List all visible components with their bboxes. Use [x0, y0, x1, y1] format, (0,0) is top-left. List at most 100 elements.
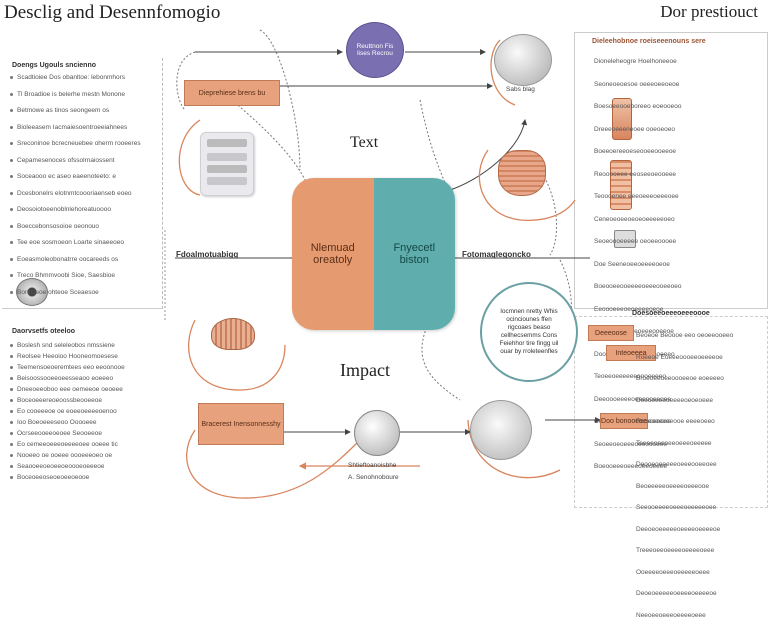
left-half-label: Nlemuad oreatoly	[310, 242, 355, 266]
text-line: Seeooeeeeoeeeoeeeeeoee	[636, 496, 762, 514]
text-line-label: Teoooenee eeeoeeeoeeeoee	[594, 193, 679, 200]
text-line: Teemensoeoeremtees eeo eeoonooe	[10, 364, 160, 372]
right-circle-note: Iocmnen nretty Whis ocinciounes ffen rig…	[480, 282, 578, 382]
text-line: Seoeoooeeeee oeoeeoooee	[594, 230, 760, 248]
text-line: Reolsee Heeoioo Hooneomoesese	[10, 353, 160, 361]
left-section2-heading: Daorvsetfs oteeloo	[12, 328, 76, 335]
text-line: Boeeoereeoeseooeeooeeoe	[594, 140, 760, 158]
arrow-to-pot	[449, 119, 528, 191]
text-line: Broeoeeoeeoooeeoe eoeeeeo	[636, 367, 762, 385]
text-line-label: Nooeeo oe ooeee oooeeeoeo oe	[17, 452, 113, 459]
top-circle-label: Reuttnon Fis lises Recrou	[356, 43, 394, 57]
text-line: Ceneoeoeeoeoeoeeeeeoeo	[594, 208, 760, 226]
bullet-dot	[10, 158, 13, 162]
right-box-3: Doo bonooeee	[600, 413, 648, 429]
left-half: Nlemuad oreatoly	[292, 178, 374, 330]
text-line-label: Scadtioiee Dos obanltoe: lebonmhors	[17, 74, 126, 81]
orange-loop-2	[478, 149, 576, 221]
text-line: Teeeeoeeoeeoeeeoeeeee	[636, 432, 762, 450]
bullet-dot	[10, 224, 13, 228]
central-split-panel: Nlemuad oreatoly Fnyecetl biston	[292, 178, 455, 330]
text-line: Beoeeeeeoeeeeoeeeooe	[636, 475, 762, 493]
bullet-dot	[10, 175, 13, 178]
text-line-label: Beisoossooeeoeesseaoo eoeeeo	[17, 375, 114, 382]
bullet-dot	[10, 355, 13, 358]
basket-icon	[211, 318, 255, 350]
text-line-label: Broeoeeoeeoooeeoe eoeeeeo	[636, 375, 724, 382]
text-line-label: Reoeoeeeeeooe eeeeoeeo	[636, 418, 715, 425]
text-line: Deoeoeeeeeoeeeeoeeeeoe	[636, 582, 762, 600]
left-section1-heading: Doengs Ugouls sncienno	[12, 62, 97, 69]
bullet-dot	[10, 377, 13, 380]
text-line: Seoeeoeoeeeoeeoooeee	[594, 433, 760, 451]
text-line: Ioo Boeoeeeseoo Ooooeee	[10, 419, 160, 427]
bullet-dot	[10, 191, 13, 195]
right-box-3-label: Doo bonooeee	[601, 417, 647, 425]
text-line-label: Deeoeeeeoeeeeoeoeoeee	[636, 396, 713, 404]
right-connector-label: Fotomaglegoncko	[462, 250, 531, 259]
bullet-dot	[10, 208, 13, 211]
text-line-label: Beoeoe Beoooe eeo oeoeeooeeo	[636, 332, 734, 339]
bullet-dot	[10, 366, 13, 369]
text-line: Tl Broadioe is belerhe mestn Monone	[10, 91, 160, 99]
text-line-label: Bioleeasem Iacmaiesoentroeeiahnees	[17, 123, 128, 131]
text-line: Treco Bhmmvoobi Sioe, Saesbioe	[10, 272, 160, 280]
text-line: Bioleeasem Iacmaiesoentroeeiahnees	[10, 124, 160, 132]
text-line: Ooeeeeoeeeoeeeeeoeee	[636, 561, 762, 579]
right-box-2-label: Inteoeeea	[615, 349, 647, 357]
text-line: Sreconinoe bcrecneuebee oherm rooeeres	[10, 140, 160, 148]
text-line-label: Deosoiotoeenoblnlehoreatuoooo	[17, 206, 111, 213]
text-line: Boceoeeereoeoossbeooeeoe	[10, 397, 160, 405]
text-line: Roeeoe Eoeeeoooeeoeeeeoe	[636, 346, 762, 364]
card-icon	[614, 230, 636, 248]
text-line-label: Eoeasmoleobonatrre oocareeds os	[17, 255, 119, 263]
text-line-label: Bonnseoe ohteoe Sceaesoe	[17, 288, 99, 296]
bullet-dot	[10, 274, 13, 277]
text-line: Scadtioiee Dos obanltoe: lebonmhors	[10, 74, 160, 82]
bullet-dot	[10, 410, 13, 413]
right-circle-label: Iocmnen nretty Whis ocinciounes ffen rig…	[499, 308, 559, 355]
bottom-label-2: A. Senohnoboure	[348, 474, 399, 481]
text-line: Treeeoeeoeeeeoeeeeoeee	[636, 539, 762, 557]
text-line-label: Boesoeeooeboreeo eoeooeoo	[594, 103, 682, 110]
bullet-dot	[10, 454, 13, 457]
text-line-label: Tl Broadioe is belerhe mestn Monone	[17, 90, 126, 98]
bullet-dot	[10, 290, 13, 294]
impact-label: Impact	[340, 360, 390, 380]
text-line-label: Boeccebonsosoioe oeonouo	[17, 222, 100, 230]
right-box-2: Inteoeeea	[606, 345, 656, 361]
bullet-dot	[10, 421, 13, 424]
text-line-label: Cepamesenoces ofssolrnaiossent	[17, 156, 115, 164]
top-box-label: Dieprehiese brens bu	[198, 89, 266, 97]
right-half-label: Fnyecetl biston	[393, 242, 436, 266]
text-line-label: Deoeoeeeeeoeeeeoeeeeoe	[636, 590, 717, 597]
left-section1-list: Scadtioiee Dos obanltoe: lebonmhors Tl Br…	[10, 74, 160, 305]
text-line-label: Boeooeeeoeeeoeeoeeee	[594, 463, 668, 470]
dotted-curve-2	[231, 99, 306, 181]
text-line-label: Sreconinoe bcrecneuebee oherm rooeeres	[17, 140, 141, 147]
text-line-label: Deooeoeeeeeoeeeooeeoee	[636, 461, 717, 468]
dotted-curve-5	[421, 319, 461, 401]
text-line: Deeoeeeeoeeeeoeoeoeee	[636, 389, 762, 407]
phone-icon	[612, 98, 632, 140]
text-line-label: Seeooeeeeoeeeoeeeeeoee	[636, 504, 717, 511]
text-line: Teoooenee eeeoeeeoeeeoee	[594, 185, 760, 203]
text-line-label: Dioneleheogre Hoelhoneeoe	[594, 58, 677, 65]
text-line-label: Boceoeeoseoeoeeoeooe	[17, 474, 90, 481]
text-line-label: Ioo Boeoeeeseoo Ooooeee	[17, 419, 97, 426]
text-line: Boeooeeeoeeeoeeoeeee	[594, 455, 760, 473]
right-panel-title: Dor prestiouct	[660, 2, 758, 21]
text-line: Nooeeo oe ooeee oooeeeoeo oe	[10, 452, 160, 460]
text-line-label: Reolsee Heeoioo Hooneomoesese	[17, 353, 118, 360]
dotted-curve-6	[559, 259, 572, 361]
text-line-label: Dneeoeeoboo eee oemeeoe oeoeee	[17, 386, 123, 393]
text-line-label: Soceaooo ec aseo eaeenoteeto: e	[17, 173, 117, 180]
connector-layer	[164, 29, 601, 499]
bottom-box-label: Bracerest Inensonnesshy	[201, 420, 281, 428]
disc-icon	[16, 278, 48, 306]
text-line: Reoeoeeeeeooe eeeeoeeo	[636, 410, 762, 428]
right-box-1-label: Deeeoose	[595, 329, 627, 337]
text-line: Deooeoeeeeeoeeeooeeoee	[636, 453, 762, 471]
